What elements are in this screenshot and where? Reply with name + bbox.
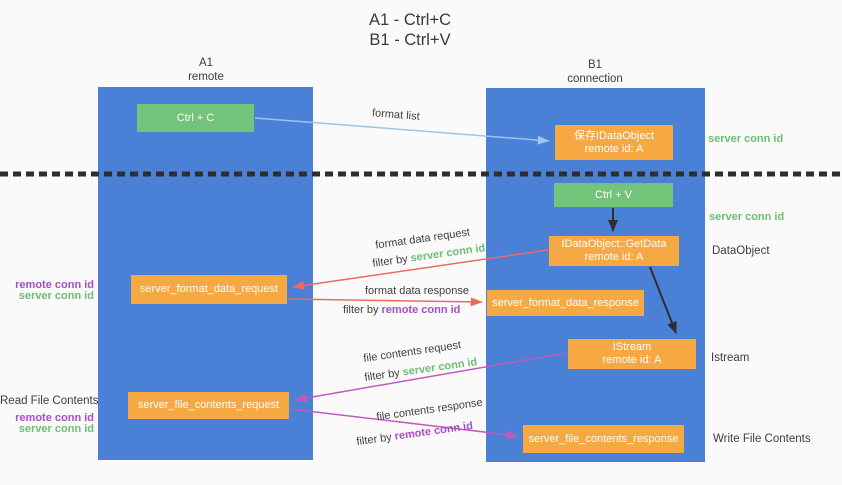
node-ctrl-v-label: Ctrl + V xyxy=(595,188,632,201)
edge-label-format-list: format list xyxy=(371,107,421,123)
node-save-idataobject: 保存IDataObject remote id: A xyxy=(555,125,673,160)
side-label-server-conn-id-mid: server conn id xyxy=(709,211,785,223)
side-label-istream: Istream xyxy=(711,352,750,364)
side-label-write-file-contents: Write File Contents xyxy=(713,433,811,445)
side-label-conn-ids-format: remote conn id server conn id xyxy=(0,280,94,302)
remote-conn-id-text: remote conn id xyxy=(393,419,474,443)
server-conn-id-text: server conn id xyxy=(409,242,487,265)
node-format-response-label: server_format_data_response xyxy=(492,296,639,309)
node-istream: IStream remote id: A xyxy=(568,339,696,369)
edge-label-filter-by-remote-conn-id-2: filter by remote conn id xyxy=(356,420,474,448)
title-line-1: A1 - Ctrl+C xyxy=(368,11,452,29)
node-file-response-label: server_file_contents_response xyxy=(528,432,679,445)
node-ctrl-c: Ctrl + C xyxy=(137,104,254,132)
side-label-read-file-contents: Read File Contents xyxy=(0,395,99,407)
remote-conn-id-label: remote conn id xyxy=(15,412,94,424)
lane-header-b1: B1 connection xyxy=(535,58,655,86)
side-label-dataobject: DataObject xyxy=(712,245,770,257)
node-server-file-contents-response: server_file_contents_response xyxy=(523,425,684,453)
node-save-idataobject-line2: remote id: A xyxy=(584,142,644,155)
side-label-conn-ids-file: remote conn id server conn id xyxy=(0,413,94,435)
node-server-file-contents-request: server_file_contents_request xyxy=(128,392,289,419)
side-label-server-conn-id-top: server conn id xyxy=(708,133,784,145)
filter-by-text: filter by xyxy=(343,304,379,316)
lane-b1-title: B1 xyxy=(587,59,603,71)
node-server-format-data-request: server_format_data_request xyxy=(131,275,287,304)
lane-b1-subtitle: connection xyxy=(567,73,623,85)
lane-a1-subtitle: remote xyxy=(188,71,224,83)
lane-a1-title: A1 xyxy=(198,57,214,69)
arrow-format-data-response xyxy=(287,297,483,307)
node-ctrl-v: Ctrl + V xyxy=(554,183,673,207)
edge-label-format-data-response: format data response xyxy=(365,285,469,297)
node-istream-line1: IStream xyxy=(612,341,652,353)
node-istream-line2: remote id: A xyxy=(602,354,662,366)
node-server-format-data-response: server_format_data_response xyxy=(487,290,644,316)
lane-header-a1: A1 remote xyxy=(146,56,266,84)
remote-conn-id-text: remote conn id xyxy=(381,304,461,316)
server-conn-id-text: server conn id xyxy=(401,356,479,379)
filter-by-text: filter by xyxy=(363,367,401,384)
node-format-request-label: server_format_data_request xyxy=(139,283,279,295)
diagram-title: A1 - Ctrl+C B1 - Ctrl+V xyxy=(320,10,500,50)
node-save-idataobject-line1: 保存IDataObject xyxy=(573,129,655,142)
edge-label-filter-by-remote-conn-id-1: filter by remote conn id xyxy=(343,304,460,316)
node-getdata-line2: remote id: A xyxy=(584,251,644,263)
edge-label-file-contents-response: file contents response xyxy=(375,396,484,424)
remote-conn-id-label: remote conn id xyxy=(15,279,94,291)
server-conn-id-label: server conn id xyxy=(18,423,94,435)
node-getdata-line1: IDataObject::GetData xyxy=(561,238,667,250)
node-file-request-label: server_file_contents_request xyxy=(137,399,280,411)
node-idataobject-getdata: IDataObject::GetData remote id: A xyxy=(549,236,679,266)
node-ctrl-c-label: Ctrl + C xyxy=(176,111,215,124)
title-line-2: B1 - Ctrl+V xyxy=(369,31,451,49)
server-conn-id-label: server conn id xyxy=(18,290,94,302)
filter-by-text: filter by xyxy=(371,253,409,270)
filter-by-text: filter by xyxy=(355,431,393,449)
